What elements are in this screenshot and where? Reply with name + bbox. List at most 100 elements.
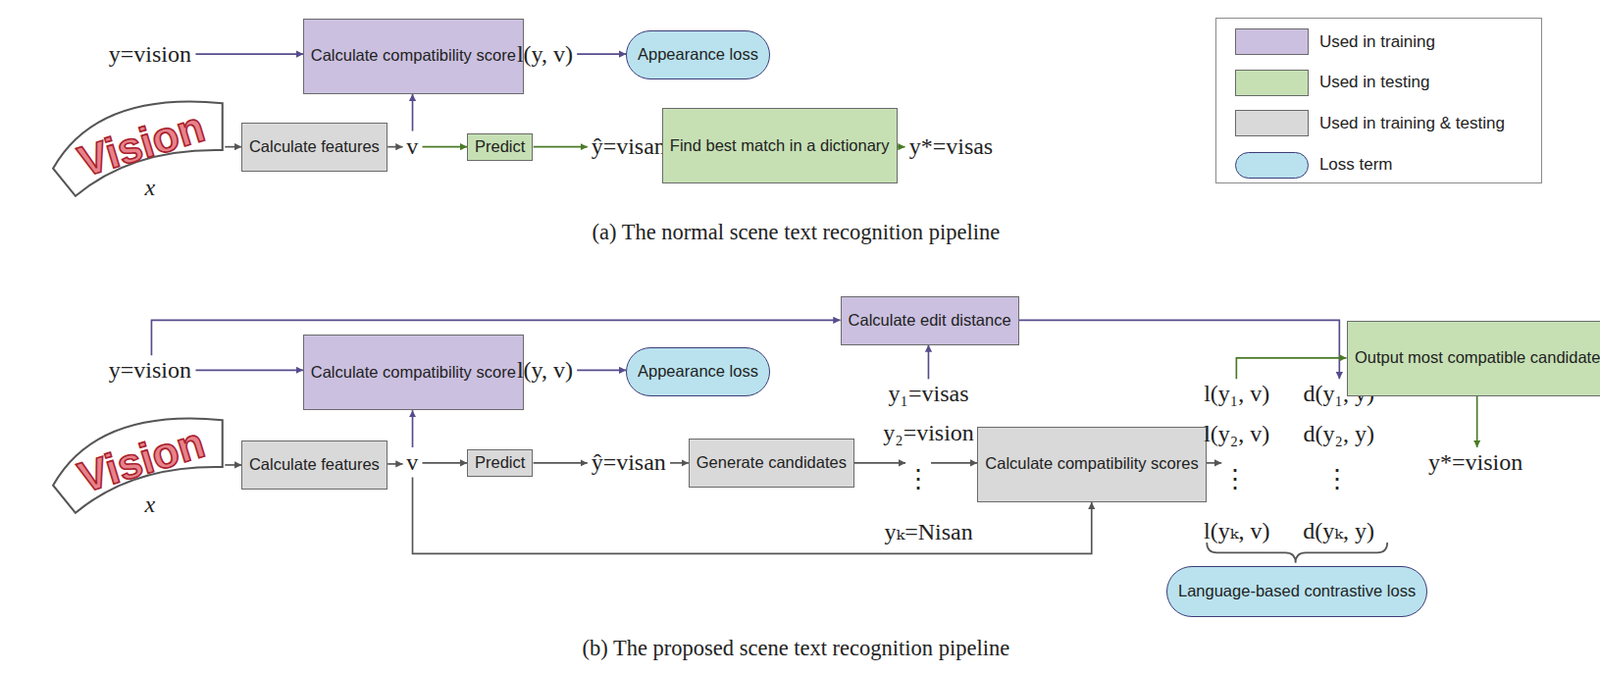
legend-text: Used in testing: [1319, 72, 1430, 93]
math-term: l(y, v): [513, 39, 577, 69]
node-text: v: [402, 132, 422, 160]
connector-arrow: [387, 146, 403, 149]
node-text: Calculate compatibility score: [307, 361, 520, 385]
connector-arrow: [576, 52, 626, 55]
node-text: l(y₂, v): [1199, 419, 1274, 448]
node-text: l(yₖ, v): [1199, 516, 1274, 545]
banner-outline: [52, 102, 223, 197]
node-text: y*=vision: [1424, 448, 1527, 476]
node-text: d(yₖ, y): [1298, 516, 1379, 545]
node-text: Language-based contrastive loss: [1170, 579, 1424, 604]
math-term: y*=vision: [1424, 447, 1527, 477]
node-text: Generate candidates: [692, 451, 851, 475]
loss-term: Appearance loss: [625, 347, 771, 397]
math-term: v: [402, 447, 422, 477]
connector-arrow: [195, 52, 304, 55]
node-text: l(y, v): [513, 356, 577, 384]
math-term: y=vision: [104, 355, 196, 385]
node-text: y₂=vision: [878, 418, 979, 447]
connector-arrow: [412, 410, 414, 448]
connector-arrow: [897, 146, 906, 149]
node-text: Appearance loss: [629, 43, 767, 67]
node-text: Calculate compatibility scores: [980, 452, 1202, 476]
connector-arrow: [422, 146, 468, 149]
node-text: Find best match in a dictionary: [666, 134, 894, 158]
node-text: yₖ=Nisan: [879, 517, 977, 546]
training-box: Calculate compatibility score: [303, 334, 524, 411]
ellipsis: ⋮: [905, 449, 931, 511]
loss-term: Appearance loss: [625, 30, 771, 80]
node-text: d(y₂, y): [1299, 419, 1379, 448]
loss-term: Language-based contrastive loss: [1166, 566, 1428, 618]
math-term: ŷ=visan: [587, 131, 671, 161]
training-box: Calculate edit distance: [840, 296, 1020, 346]
node-text: ⋮: [1222, 465, 1248, 495]
caption: (b) The proposed scene text recognition …: [581, 635, 1010, 662]
math-term: y₁=visas: [884, 378, 974, 409]
legend-swatch: [1235, 109, 1310, 137]
testing-box: Predict: [466, 133, 533, 161]
connector-arrow: [576, 368, 626, 371]
connector-arrow: [1018, 319, 1340, 379]
math-term: y=vision: [104, 39, 196, 69]
math-term: y*=visas: [905, 131, 998, 161]
connector-arrow: [930, 462, 978, 465]
legend-box: Used in trainingUsed in testingUsed in t…: [1215, 17, 1543, 185]
connector-arrow: [387, 463, 403, 465]
connector-arrow: [422, 462, 468, 465]
shared-box: Generate candidates: [688, 438, 855, 488]
connector-arrow: [412, 94, 414, 132]
math-term: v: [402, 131, 422, 161]
node-text: ⋮: [905, 465, 931, 495]
math-term: y₂=vision: [878, 417, 979, 448]
node-text: ⋮: [1324, 465, 1350, 495]
shared-box: Calculate features: [241, 122, 388, 172]
node-text: ŷ=visan: [587, 448, 671, 476]
math-term: l(y₂, v): [1199, 418, 1274, 449]
node-text: y₁=visas: [884, 379, 974, 408]
ellipsis: ⋮: [1324, 449, 1350, 511]
math-term: d(yₖ, y): [1298, 516, 1379, 546]
node-text: y*=visas: [905, 132, 998, 160]
connector-arrow: [1236, 358, 1346, 380]
shared-box: Calculate compatibility scores: [977, 426, 1206, 503]
math-term: l(y, v): [513, 355, 577, 385]
image-symbol: x: [144, 175, 155, 200]
node-text: Calculate edit distance: [844, 309, 1016, 333]
node-text: ŷ=visan: [587, 132, 671, 160]
connector-arrow: [670, 462, 689, 465]
connector-arrow: [1476, 396, 1479, 448]
legend-swatch: [1235, 28, 1310, 55]
ellipsis: ⋮: [1222, 449, 1248, 511]
connector-arrow: [224, 146, 242, 149]
input-image: Visionx: [51, 99, 225, 199]
math-term: d(y₂, y): [1299, 418, 1379, 449]
node-text: Predict: [470, 135, 529, 159]
node-text: l(y, v): [513, 40, 577, 68]
node-text: v: [402, 448, 422, 476]
shared-box: Predict: [466, 449, 533, 477]
brace: [1206, 542, 1388, 564]
legend-text: Used in training: [1319, 32, 1436, 52]
node-text: Output most compatible candidate: [1350, 346, 1600, 370]
legend-text: Loss term: [1319, 154, 1394, 175]
node-text: l(y₁, v): [1199, 379, 1274, 408]
banner-outline: [52, 417, 223, 513]
caption: (a) The normal scene text recognition pi…: [591, 219, 1000, 246]
testing-box: Output most compatible candidate: [1346, 320, 1600, 397]
node-text: y=vision: [104, 40, 196, 68]
connector-arrow: [195, 368, 304, 371]
image-symbol: x: [144, 492, 155, 517]
node-text: Calculate features: [245, 453, 384, 477]
math-term: ŷ=visan: [587, 447, 671, 477]
shared-box: Calculate features: [241, 440, 388, 490]
node-text: Predict: [470, 451, 529, 475]
math-term: l(y₁, v): [1199, 378, 1274, 409]
legend-text: Used in training & testing: [1319, 113, 1505, 134]
math-term: l(yₖ, v): [1199, 516, 1274, 546]
node-text: Calculate features: [245, 135, 384, 159]
connector-arrow: [928, 345, 930, 380]
connector-arrow: [224, 464, 242, 466]
legend-swatch: [1235, 152, 1310, 179]
training-box: Calculate compatibility score: [303, 18, 524, 95]
